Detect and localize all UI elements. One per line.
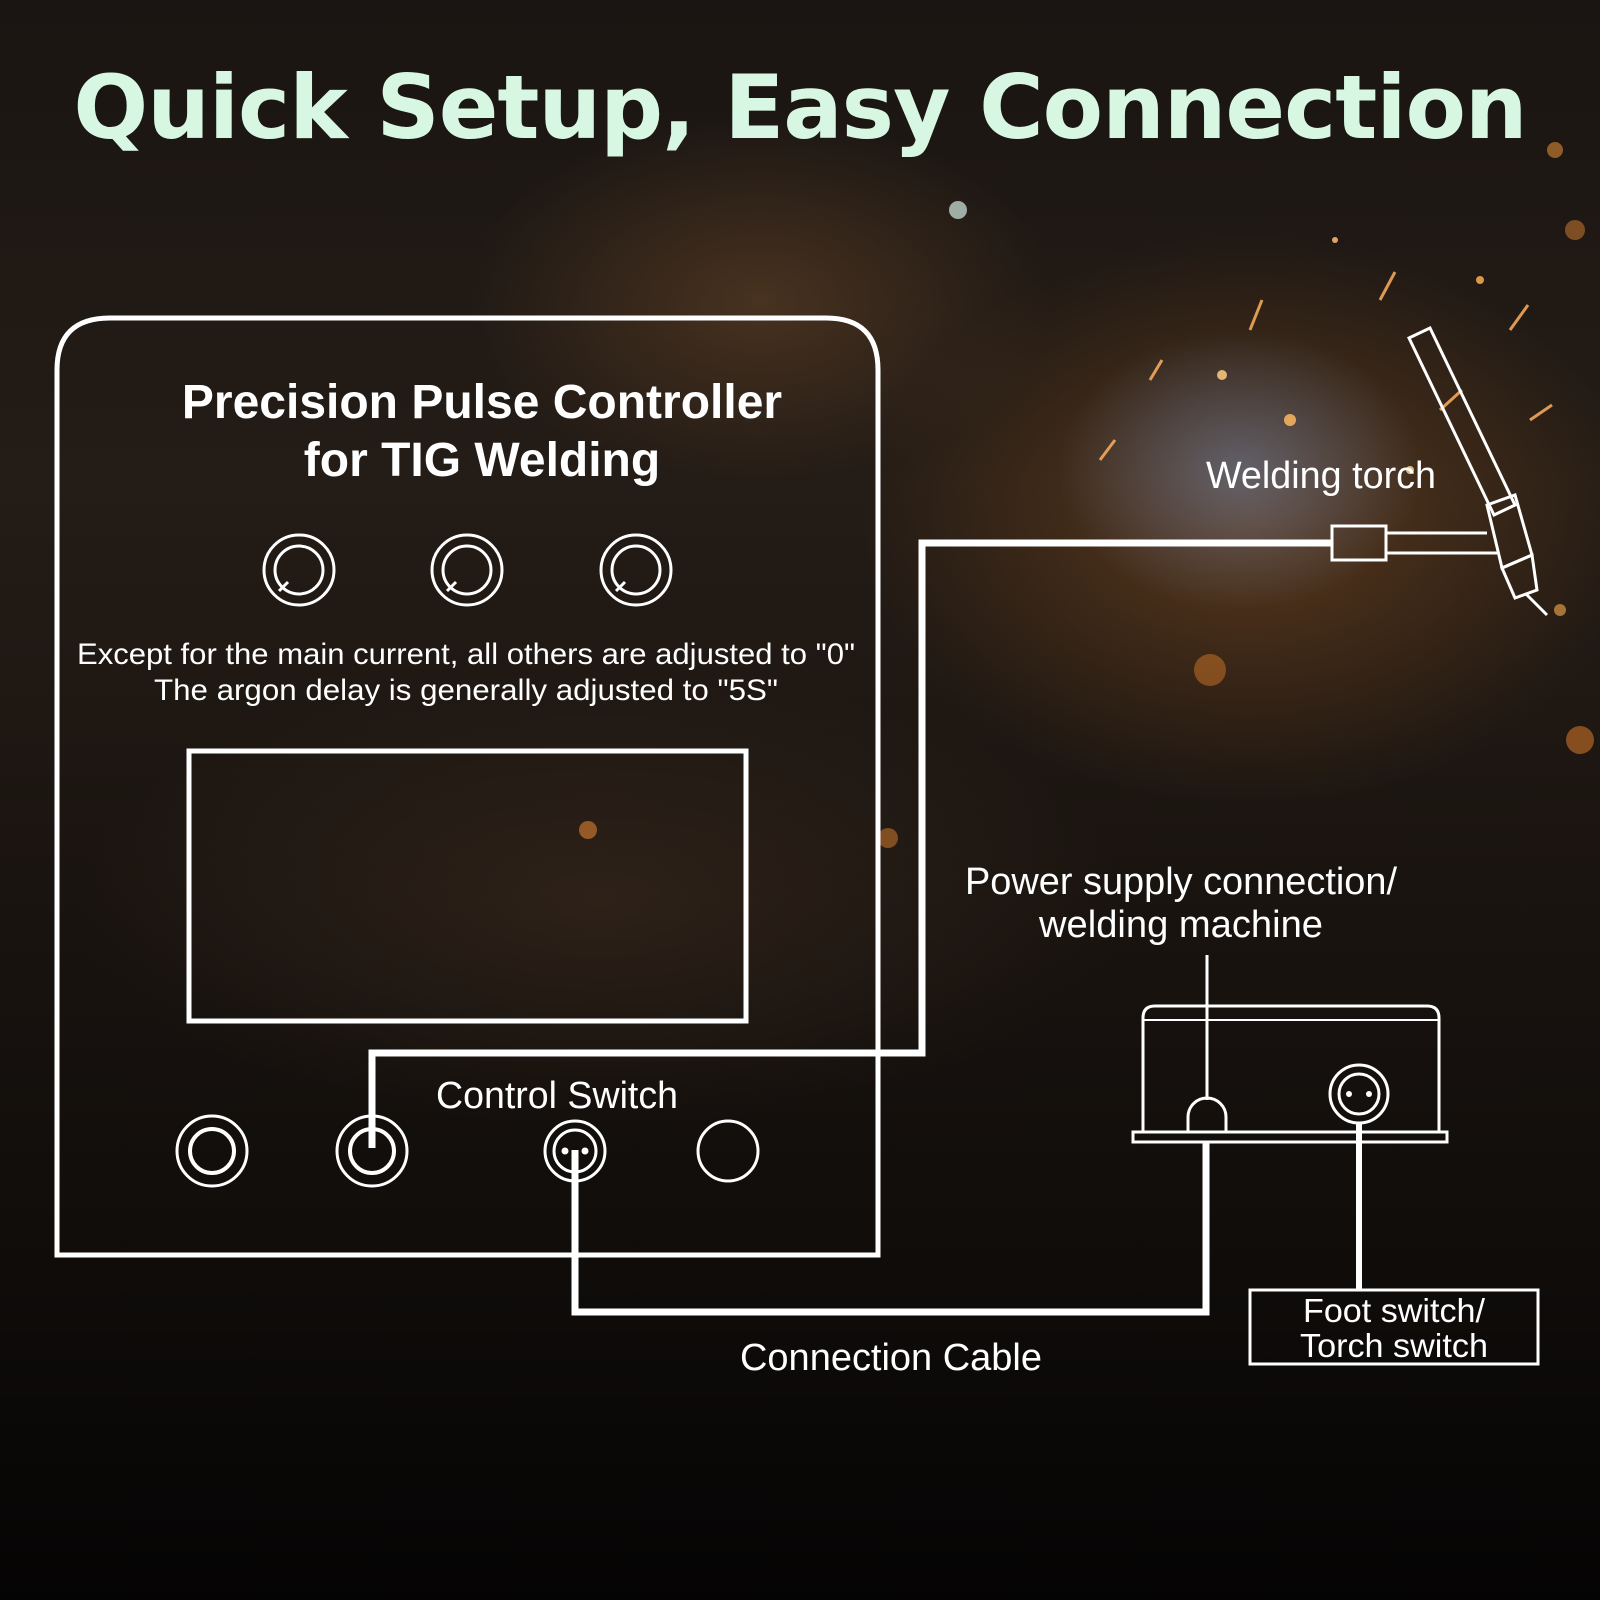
two-pin-socket-icon[interactable]: [543, 1119, 607, 1183]
control-switch-label: Control Switch: [436, 1075, 678, 1117]
controller-heading-line1: Precision Pulse Controller: [182, 376, 782, 429]
page-title: Quick Setup, Easy Connection: [73, 56, 1527, 159]
dial-knob-icon[interactable]: [262, 533, 336, 607]
knob-row: [262, 533, 673, 607]
power-supply-label-line2: welding machine: [1038, 904, 1323, 946]
controller-note-line1: Except for the main current, all others …: [77, 638, 855, 671]
two-pin-socket-icon: [1328, 1063, 1390, 1125]
foot-switch-label-line1: Foot switch/: [1303, 1292, 1486, 1329]
connection-cable-label: Connection Cable: [740, 1337, 1042, 1379]
connection-cable: [571, 1142, 1210, 1316]
dial-knob-icon[interactable]: [430, 533, 504, 607]
ring-socket-icon[interactable]: [175, 1114, 249, 1188]
foot-switch-label-line2: Torch switch: [1300, 1327, 1488, 1364]
torch-cable: [368, 539, 1332, 1148]
socket-row: [175, 1114, 760, 1188]
ring-socket-icon[interactable]: [335, 1114, 409, 1188]
controller-panel-outline: [54, 315, 881, 1258]
sparks-decoration: [579, 142, 1594, 848]
foot-switch-box: [1248, 1288, 1540, 1366]
round-socket-icon[interactable]: [696, 1119, 760, 1183]
dial-knob-icon[interactable]: [599, 533, 673, 607]
welding-torch-label: Welding torch: [1206, 455, 1436, 497]
welding-torch-icon: [1330, 326, 1549, 617]
power-supply-label-line1: Power supply connection/: [965, 861, 1397, 903]
controller-note-line2: The argon delay is generally adjusted to…: [154, 674, 778, 707]
welding-machine-icon: [1131, 1004, 1449, 1144]
display-screen: [186, 748, 749, 1024]
controller-heading-line2: for TIG Welding: [304, 434, 660, 487]
